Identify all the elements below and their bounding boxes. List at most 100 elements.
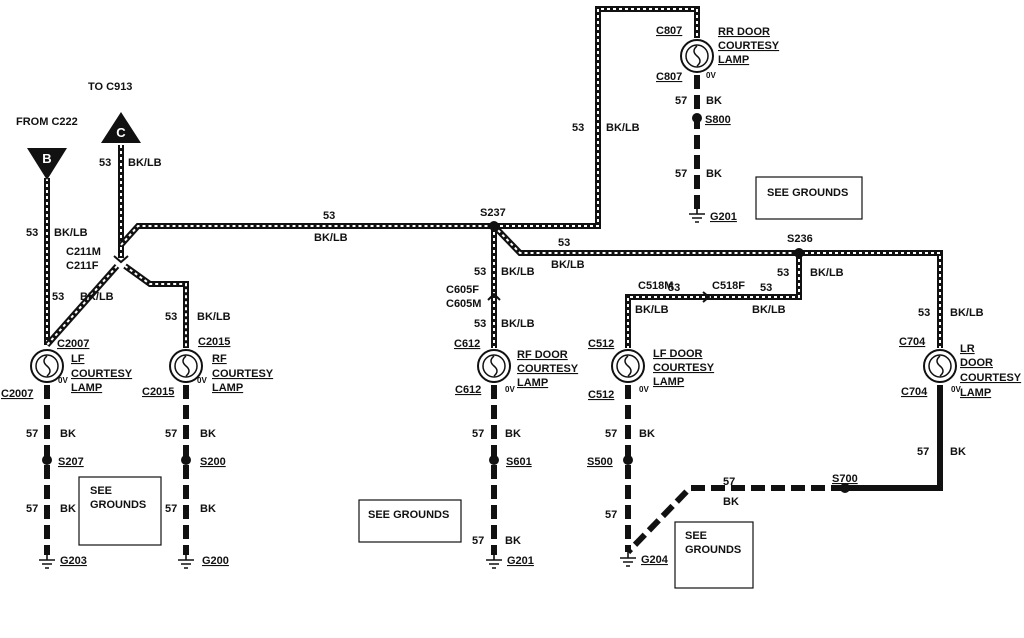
splice-s500-icon: [623, 455, 633, 465]
label-c211f: C211F: [66, 260, 99, 272]
label-c605m: C605M: [446, 298, 481, 310]
svg-text:COURTESY: COURTESY: [517, 363, 579, 375]
label-c512-top: C512: [588, 338, 614, 350]
splice-s700-icon: [840, 483, 850, 493]
svg-text:LAMP: LAMP: [212, 382, 243, 394]
label-bk-rr-upper: BK: [706, 95, 722, 107]
svg-text:RF: RF: [212, 353, 227, 365]
label-bk-rf-upper: BK: [200, 428, 216, 440]
label-57-rf-upper: 57: [165, 428, 177, 440]
rr-door-lamp-name: RR DOOR COURTESY LAMP: [718, 26, 780, 66]
label-s500: S500: [587, 456, 613, 468]
label-s800: S800: [705, 114, 731, 126]
lr-door-lamp-name: LR DOOR COURTESY LAMP: [960, 343, 1022, 399]
offpage-b-letter: B: [42, 151, 51, 166]
label-bklb-lr: BK/LB: [950, 307, 984, 319]
svg-text:COURTESY: COURTESY: [653, 362, 715, 374]
wire-c211-to-rf-lamp: [123, 263, 189, 348]
splice-s200-icon: [181, 455, 191, 465]
svg-text:RF DOOR: RF DOOR: [517, 349, 568, 361]
ground-g204-icon: [620, 551, 636, 567]
label-c807-top: C807: [656, 25, 682, 37]
offpage-c-arrow-icon: [101, 112, 141, 143]
see-grounds-1-line1: SEE: [90, 485, 112, 497]
label-c704-top: C704: [899, 336, 926, 348]
svg-text:LAMP: LAMP: [960, 387, 991, 399]
label-c518m: C518M: [638, 280, 673, 292]
label-0v-lr: 0V: [951, 385, 961, 394]
offpage-b[interactable]: B: [27, 148, 67, 180]
label-53-s236-down: 53: [777, 267, 789, 279]
label-g201-top: G201: [710, 211, 737, 223]
see-grounds-box-4: SEE GROUNDS: [755, 176, 863, 220]
label-bk-rf-lower: BK: [200, 503, 216, 515]
svg-text:LR: LR: [960, 343, 975, 355]
label-c2007-bottom: C2007: [1, 388, 33, 400]
lf-lamp-name: LF COURTESY LAMP: [71, 353, 133, 394]
wire-s700-to-g204: [625, 485, 845, 555]
label-57-s700: 57: [723, 476, 735, 488]
wire-53-bklb-group: [44, 6, 943, 348]
label-57-rr-lower: 57: [675, 168, 687, 180]
label-53-c518: 53: [760, 282, 772, 294]
lamp-rf-door-courtesy: [477, 349, 511, 383]
see-grounds-2-text: SEE GROUNDS: [368, 509, 449, 521]
label-53-s236: 53: [558, 237, 570, 249]
connector-c605-icon: [487, 292, 501, 301]
label-0v-lf: 0V: [58, 376, 68, 385]
splice-s236-icon: [794, 248, 804, 258]
see-grounds-4-text: SEE GROUNDS: [767, 187, 848, 199]
ground-g201-top-icon: [689, 208, 705, 223]
label-s200: S200: [200, 456, 226, 468]
label-53-lf-door: 53: [668, 282, 680, 294]
label-bk-rf-door-lower: BK: [505, 535, 521, 547]
label-0v-rf: 0V: [197, 376, 207, 385]
svg-text:COURTESY: COURTESY: [71, 368, 133, 380]
label-53-lr: 53: [918, 307, 930, 319]
offpage-b-arrow-icon: [27, 148, 67, 180]
svg-text:LAMP: LAMP: [517, 377, 548, 389]
splice-s800-icon: [692, 113, 702, 123]
connector-c211-icon: [113, 255, 129, 264]
label-bklb-c211-lf: BK/LB: [80, 291, 114, 303]
wire-lr-lamp-to-s700: [845, 385, 943, 491]
label-s236: S236: [787, 233, 813, 245]
label-0v-rr: 0V: [706, 71, 716, 80]
label-53-rf-door-upper: 53: [474, 266, 486, 278]
splice-s207-icon: [42, 455, 52, 465]
svg-text:LAMP: LAMP: [71, 382, 102, 394]
lamp-rf-courtesy: [169, 349, 203, 383]
label-c518f: C518F: [712, 280, 745, 292]
label-57-rr-upper: 57: [675, 95, 687, 107]
label-bk-lr: BK: [950, 446, 966, 458]
label-53-rf: 53: [165, 311, 177, 323]
label-57-lf-lower: 57: [26, 503, 38, 515]
ground-g203-icon: [39, 553, 55, 569]
offpage-c-to-label: TO C913: [88, 81, 132, 93]
rf-lamp-name: RF COURTESY LAMP: [212, 353, 274, 394]
label-c612-bottom: C612: [455, 384, 481, 396]
label-g200: G200: [202, 555, 229, 567]
label-bklb-rf-door-lower: BK/LB: [501, 318, 535, 330]
label-57-rf-door-lower: 57: [472, 535, 484, 547]
label-57-lf-door-lower: 57: [605, 509, 617, 521]
wire-c211-to-s237: [118, 223, 494, 248]
label-0v-lf-door: 0V: [639, 385, 649, 394]
svg-text:LF DOOR: LF DOOR: [653, 348, 703, 360]
svg-text:DOOR: DOOR: [960, 357, 993, 369]
label-bklb-s236-down: BK/LB: [810, 267, 844, 279]
label-g203: G203: [60, 555, 87, 567]
label-bk-lf-lower: BK: [60, 503, 76, 515]
label-53-main: 53: [323, 210, 335, 222]
svg-text:RR DOOR: RR DOOR: [718, 26, 770, 38]
see-grounds-3-line2: GROUNDS: [685, 544, 741, 556]
label-s237: S237: [480, 207, 506, 219]
wire-s237-to-s236: [491, 223, 799, 256]
offpage-c[interactable]: C: [101, 112, 141, 143]
label-bk-rr-lower: BK: [706, 168, 722, 180]
wire-s237-to-rr-lamp: [494, 6, 700, 229]
label-g201-bottom: G201: [507, 555, 534, 567]
label-bklb-b: BK/LB: [54, 227, 88, 239]
label-bk-lf-upper: BK: [60, 428, 76, 440]
